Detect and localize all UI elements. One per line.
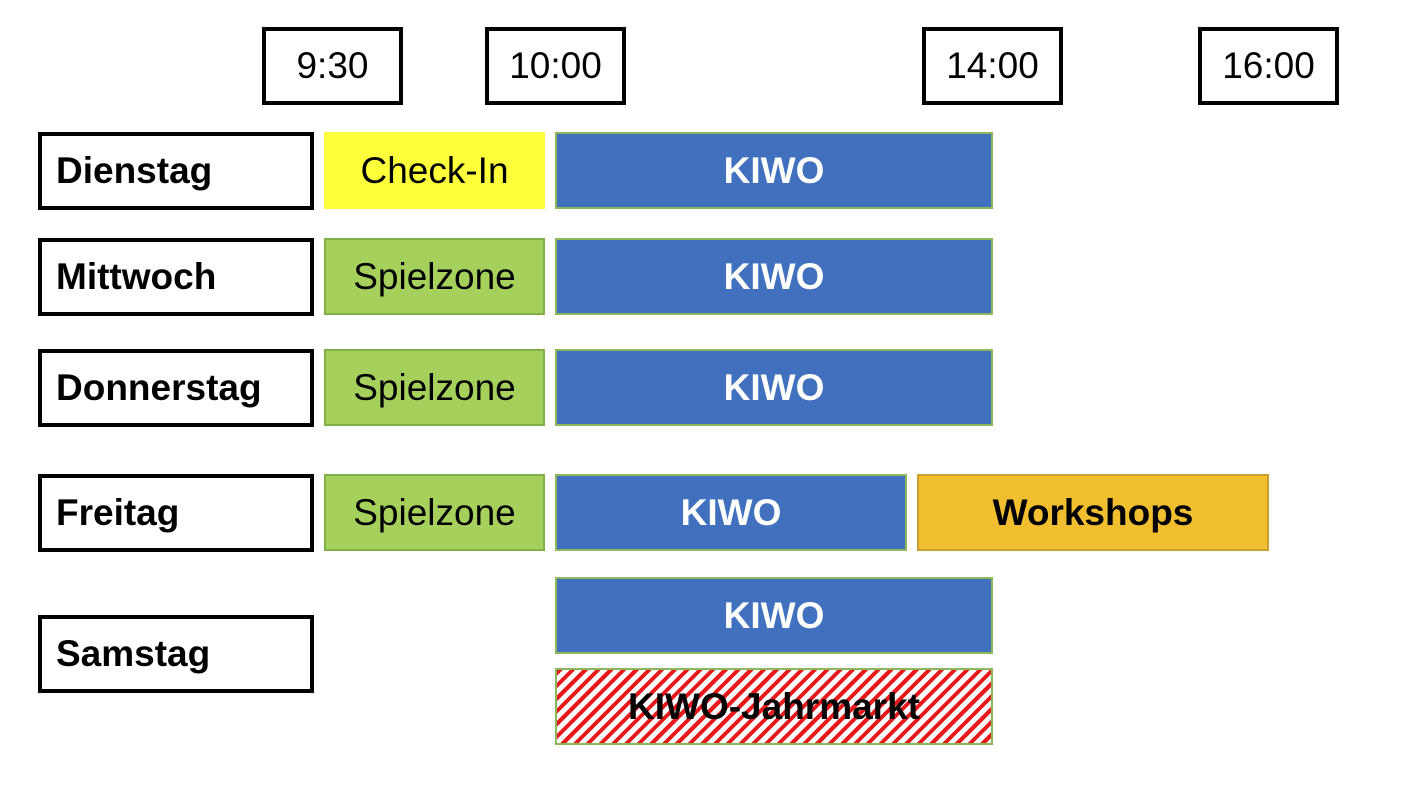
day-label-donnerstag: Donnerstag xyxy=(38,349,314,427)
day-label-dienstag: Dienstag xyxy=(38,132,314,210)
event-workshops-freitag: Workshops xyxy=(917,474,1269,551)
day-label-freitag: Freitag xyxy=(38,474,314,552)
event-kiwo-dienstag: KIWO xyxy=(555,132,993,209)
event-kiwo-freitag: KIWO xyxy=(555,474,907,551)
event-checkin-dienstag: Check-In xyxy=(324,132,545,209)
time-label-0930: 9:30 xyxy=(262,27,403,105)
event-spielzone-freitag: Spielzone xyxy=(324,474,545,551)
time-label-1600: 16:00 xyxy=(1198,27,1339,105)
time-label-1000: 10:00 xyxy=(485,27,626,105)
event-spielzone-mittwoch: Spielzone xyxy=(324,238,545,315)
day-label-samstag: Samstag xyxy=(38,615,314,693)
day-label-mittwoch: Mittwoch xyxy=(38,238,314,316)
event-kiwo-mittwoch: KIWO xyxy=(555,238,993,315)
event-kiwo-donnerstag: KIWO xyxy=(555,349,993,426)
event-spielzone-donnerstag: Spielzone xyxy=(324,349,545,426)
time-label-1400: 14:00 xyxy=(922,27,1063,105)
event-jahrmarkt-samstag: KIWO-Jahrmarkt xyxy=(555,668,993,745)
event-kiwo-samstag: KIWO xyxy=(555,577,993,654)
